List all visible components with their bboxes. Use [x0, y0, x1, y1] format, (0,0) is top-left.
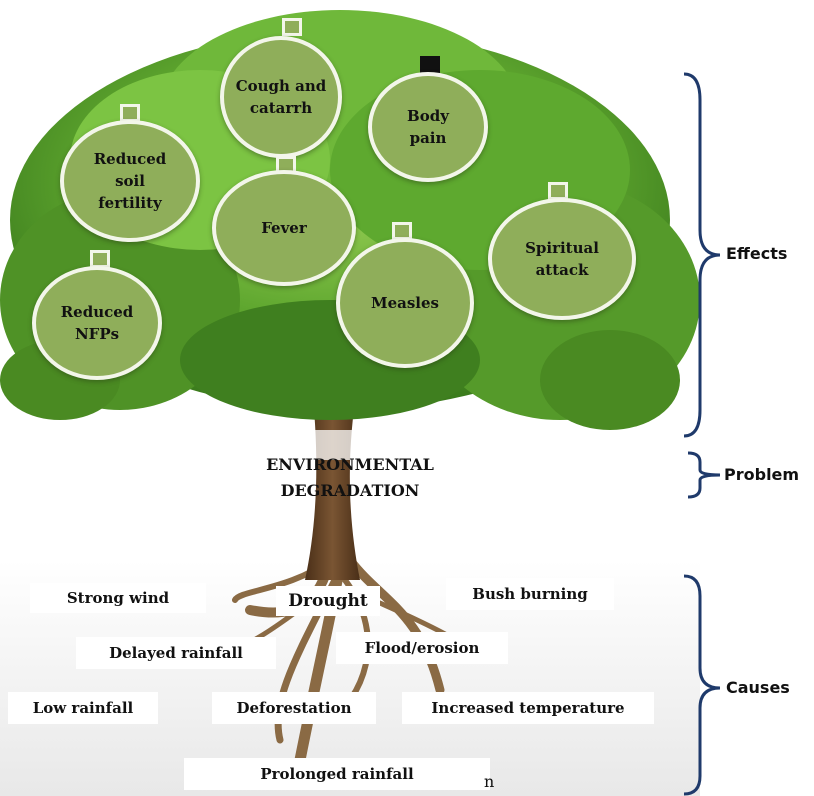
cause-text: Bush burning [472, 585, 588, 603]
cause-low-rainfall: Low rainfall [8, 692, 158, 724]
effects-side-label: Effects [726, 244, 788, 263]
causes-brace [683, 574, 721, 796]
cause-deforestation: Deforestation [212, 692, 376, 724]
effect-bubble-spiritual: Spiritual attack [488, 198, 636, 320]
cause-drought: Drought [276, 586, 380, 616]
effect-bubble-measles: Measles [336, 238, 474, 368]
effect-bubble-fever: Fever [212, 170, 356, 286]
cause-text: Strong wind [66, 589, 170, 607]
effect-bubble-cough: Cough and catarrh [220, 36, 342, 158]
effect-bubble-body-pain: Body pain [368, 72, 488, 182]
cause-prolonged-rainfall: Prolonged rainfall [184, 758, 490, 790]
effect-label: Reduced soil fertility [93, 150, 167, 212]
cause-bush-burning: Bush burning [446, 578, 614, 610]
cause-flood-erosion: Flood/erosion [336, 632, 508, 664]
cause-strong-wind: Strong wind [30, 583, 206, 613]
effect-label: Cough and catarrh [235, 77, 327, 117]
cause-text: Low rainfall [32, 699, 134, 717]
problem-line-1: ENVIRONMENTAL [266, 455, 434, 474]
effect-label: Reduced NFPs [60, 303, 134, 343]
cause-text: Flood/erosion [364, 639, 480, 657]
cause-increased-temperature: Increased temperature [402, 692, 654, 724]
cause-text: Prolonged rainfall [260, 765, 414, 783]
effect-label: Spiritual attack [525, 239, 599, 279]
effect-label: Fever [261, 219, 307, 237]
effects-brace [683, 72, 721, 438]
effect-label: Body pain [407, 107, 449, 147]
causes-side-label: Causes [726, 678, 790, 697]
effect-bubble-nfps: Reduced NFPs [32, 266, 162, 380]
problem-side-label: Problem [724, 465, 800, 484]
effect-label: Measles [371, 294, 439, 312]
stray-glyph: n [484, 772, 495, 791]
cause-delayed-rainfall: Delayed rainfall [76, 637, 276, 669]
tree-trunk [305, 370, 360, 580]
cause-text: Delayed rainfall [109, 644, 243, 662]
cause-text: Increased temperature [431, 699, 625, 717]
bubble-tab [282, 18, 302, 36]
cause-text: Deforestation [236, 699, 352, 717]
cause-text: Drought [288, 591, 368, 611]
problem-label: ENVIRONMENTAL DEGRADATION [200, 452, 500, 504]
problem-brace [687, 451, 721, 499]
effect-bubble-soil-fertility: Reduced soil fertility [60, 120, 200, 242]
problem-line-2: DEGRADATION [280, 481, 420, 500]
